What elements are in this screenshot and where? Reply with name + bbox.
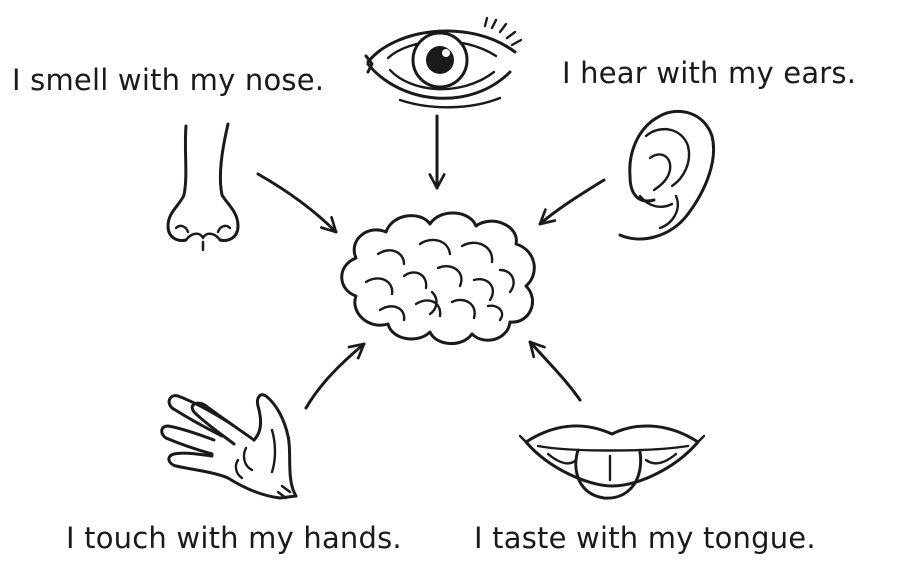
brain-icon (340, 211, 536, 345)
caption-hear: I hear with my ears. (562, 56, 857, 90)
hand-icon (160, 393, 298, 500)
arrow-hand-to-brain (304, 342, 366, 410)
mouth-tongue-icon (518, 424, 706, 500)
nose-icon (166, 122, 240, 252)
ear-icon (618, 109, 716, 241)
caption-touch: I touch with my hands. (66, 521, 402, 555)
arrow-ear-to-brain (538, 178, 606, 226)
eye-icon (364, 16, 523, 109)
caption-taste: I taste with my tongue. (474, 521, 816, 555)
arrow-nose-to-brain (256, 172, 338, 234)
arrow-mouth-to-brain (528, 340, 582, 402)
caption-smell: I smell with my nose. (12, 63, 325, 97)
